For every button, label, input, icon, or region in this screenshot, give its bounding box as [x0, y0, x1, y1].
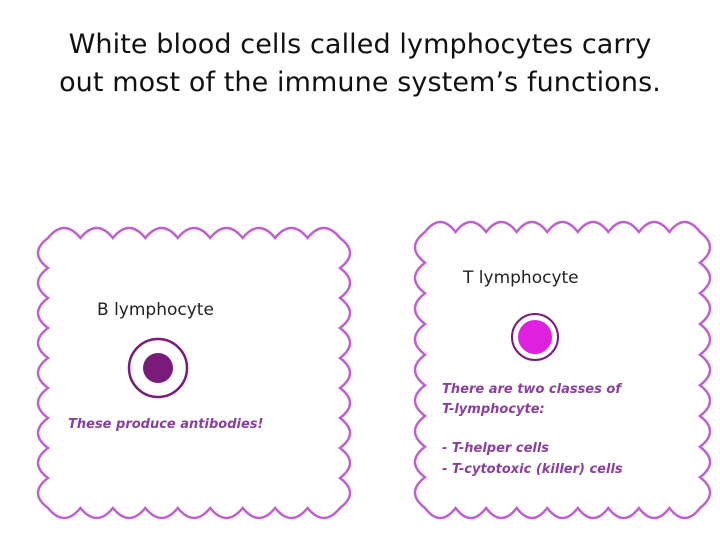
t-cell-class-item: - T-cytotoxic (killer) cells — [442, 462, 623, 477]
b-cell-cloud-outline — [36, 226, 352, 520]
t-cell-label: T lymphocyte — [462, 268, 579, 288]
t-lymphocyte-panel: T lymphocyte There are two classes of T-… — [413, 220, 712, 520]
title-line-2: out most of the immune system’s function… — [59, 67, 661, 98]
slide-title: White blood cells called lymphocytes car… — [0, 26, 720, 102]
b-lymphocyte-panel: B lymphocyte These produce antibodies! — [36, 226, 352, 520]
t-cell-description-line-2: T-lymphocyte: — [442, 402, 545, 417]
t-cell-class-item: - T-helper cells — [442, 441, 549, 456]
t-cell-description-line-1: There are two classes of — [442, 382, 623, 397]
b-cell-label: B lymphocyte — [97, 300, 214, 320]
b-cell-description: These produce antibodies! — [68, 417, 264, 432]
t-cell-icon — [511, 313, 559, 361]
t-cell-cloud-outline — [413, 220, 712, 520]
b-cell-icon — [127, 337, 189, 399]
title-line-1: White blood cells called lymphocytes car… — [68, 29, 652, 60]
